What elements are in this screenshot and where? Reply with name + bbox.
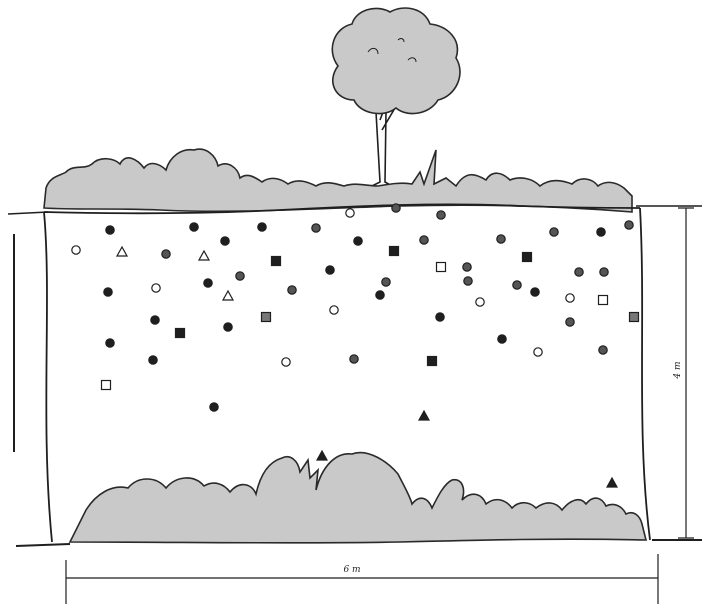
filled-square-organism: [272, 257, 281, 266]
open-circle-organism: [152, 284, 160, 292]
filled-circle-organism: [498, 335, 506, 343]
striped-square-organism: [630, 313, 639, 322]
filled-circle-organism: [204, 279, 212, 287]
height-label: 4 m: [673, 361, 683, 379]
filled-triangle-organism: [419, 411, 429, 420]
dotted-circle-organism: [312, 224, 320, 232]
filled-circle-organism: [190, 223, 198, 231]
dotted-circle-organism: [392, 204, 400, 212]
dotted-circle-organism: [288, 286, 296, 294]
open-circle-organism: [476, 298, 484, 306]
open-square-organism: [599, 296, 608, 305]
filled-square-organism: [523, 253, 532, 262]
dotted-circle-organism: [513, 281, 521, 289]
filled-circle-organism: [106, 339, 114, 347]
filled-triangle-organism: [607, 478, 617, 487]
dotted-circle-organism: [599, 346, 607, 354]
width-label: 6 m: [343, 565, 360, 575]
filled-circle-organism: [597, 228, 605, 236]
dotted-circle-organism: [497, 235, 505, 243]
tree-trunk: [372, 104, 395, 186]
open-circle-organism: [566, 294, 574, 302]
filled-circle-organism: [326, 266, 334, 274]
filled-circle-organism: [258, 223, 266, 231]
dotted-circle-organism: [437, 211, 445, 219]
filled-circle-organism: [149, 356, 157, 364]
filled-square-organism: [428, 357, 437, 366]
filled-circle-organism: [221, 237, 229, 245]
filled-triangle-organism: [317, 451, 327, 460]
tree: [332, 8, 460, 186]
dotted-circle-organism: [350, 355, 358, 363]
height-dimension: 4 m: [673, 208, 694, 538]
open-circle-organism: [534, 348, 542, 356]
open-circle-organism: [72, 246, 80, 254]
dotted-circle-organism: [575, 268, 583, 276]
open-triangle-organism: [223, 291, 233, 300]
open-circle-organism: [346, 209, 354, 217]
filled-circle-organism: [436, 313, 444, 321]
dotted-circle-organism: [600, 268, 608, 276]
width-dimension: 6 m: [66, 554, 658, 604]
filled-square-organism: [176, 329, 185, 338]
filled-circle-organism: [354, 237, 362, 245]
open-triangle-organism: [199, 251, 209, 260]
dotted-circle-organism: [550, 228, 558, 236]
dotted-circle-organism: [566, 318, 574, 326]
dotted-circle-organism: [420, 236, 428, 244]
dotted-circle-organism: [625, 221, 633, 229]
tree-crown: [332, 8, 460, 114]
filled-circle-organism: [106, 226, 114, 234]
dotted-circle-organism: [464, 277, 472, 285]
filled-circle-organism: [151, 316, 159, 324]
filled-circle-organism: [210, 403, 218, 411]
dotted-circle-organism: [463, 263, 471, 271]
filled-square-organism: [390, 247, 399, 256]
soil-organism-symbols: [72, 204, 639, 487]
dotted-circle-organism: [236, 272, 244, 280]
filled-circle-organism: [531, 288, 539, 296]
lower-shrubs: [70, 453, 646, 543]
open-circle-organism: [282, 358, 290, 366]
ground-cover: [44, 149, 632, 212]
striped-square-organism: [262, 313, 271, 322]
open-circle-organism: [330, 306, 338, 314]
open-triangle-organism: [117, 247, 127, 256]
open-square-organism: [102, 381, 111, 390]
filled-circle-organism: [104, 288, 112, 296]
filled-circle-organism: [224, 323, 232, 331]
dotted-circle-organism: [162, 250, 170, 258]
dotted-circle-organism: [382, 278, 390, 286]
open-square-organism: [437, 263, 446, 272]
filled-circle-organism: [376, 291, 384, 299]
